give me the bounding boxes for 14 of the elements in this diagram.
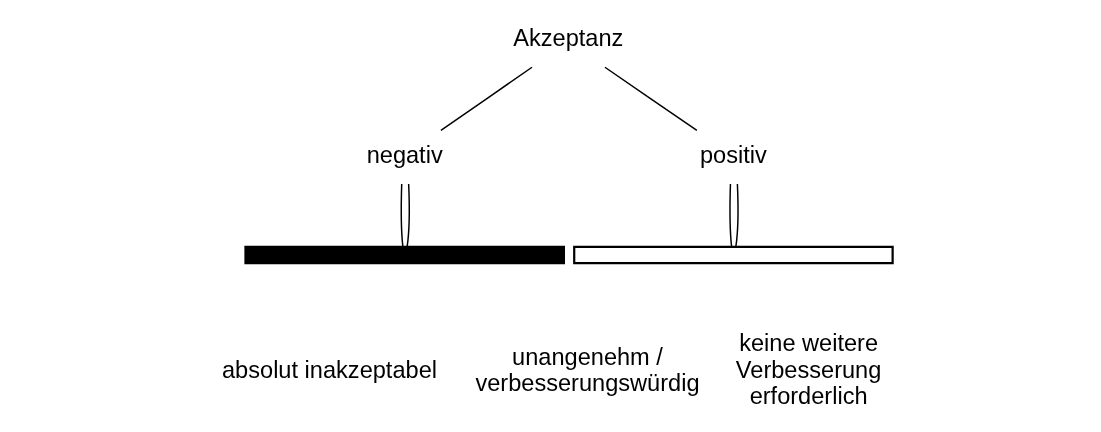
- node-bar: [572, 245, 894, 265]
- connector: [728, 183, 732, 248]
- connector: [603, 66, 698, 132]
- node-bar: [243, 245, 565, 265]
- label: absolut inakzeptabel: [221, 356, 437, 383]
- node-text: positiv: [699, 141, 767, 168]
- connector: [734, 183, 739, 248]
- label: unangenehm / verbesserungswürdig: [474, 343, 700, 397]
- connector: [439, 66, 533, 132]
- connector: [405, 183, 410, 248]
- node-text: Akzeptanz: [512, 25, 623, 52]
- label: keine weitere Verbesserung erforderlich: [735, 330, 881, 410]
- connector: [400, 183, 404, 248]
- node-text: negativ: [366, 141, 443, 168]
